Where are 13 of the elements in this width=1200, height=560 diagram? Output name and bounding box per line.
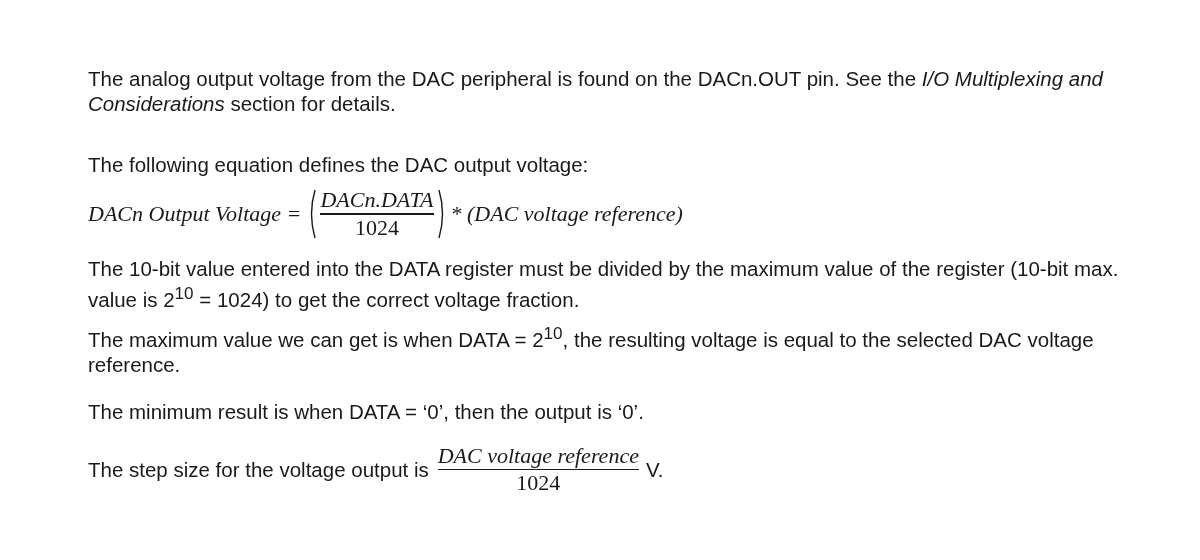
equation-numerator: DAC voltage reference (437, 444, 639, 468)
equation-text: DACn Output Voltage = (88, 201, 302, 227)
paragraph: The analog output voltage from the DAC peripheral is found on the DACn.OUT pin. See the I/O Multiplexing and Considerations section for details. (88, 66, 1105, 116)
unit-text: V. (645, 457, 664, 482)
paragraph: The maximum value we can get is when DATA = 2$^{10}$, the resulting voltage is equal to the selected DAC voltage reference. (88, 323, 1095, 377)
paragraph: The 10-bit value entered into the DATA register must be divided by the maximum value of the register (10-bit max. value is 2$^{10}$ = 1024) to get the correct voltage fraction. (88, 256, 1120, 312)
equation-denominator: 1024 (355, 215, 399, 240)
paragraph: The minimum result is when DATA = ‘0’, then the output is ‘0’. (88, 399, 645, 424)
equation-numerator: DACn.DATA (320, 188, 434, 213)
paragraph: The step size for the voltage output is (88, 457, 429, 482)
equation-text: * (DAC voltage reference) (450, 201, 683, 227)
equation-denominator: 1024 (516, 471, 561, 496)
paragraph: The following equation defines the DAC output voltage: (88, 152, 590, 177)
